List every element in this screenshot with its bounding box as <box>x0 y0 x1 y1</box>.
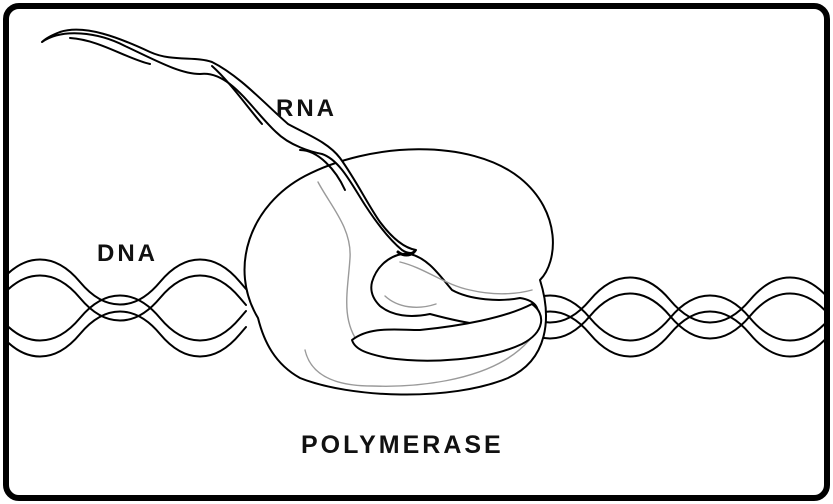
polymerase-enzyme <box>245 149 553 394</box>
rna-label: RNA <box>276 95 337 123</box>
polymerase-label: POLYMERASE <box>301 431 504 460</box>
dna-helix-left <box>0 260 246 357</box>
dna-label: DNA <box>97 240 158 268</box>
